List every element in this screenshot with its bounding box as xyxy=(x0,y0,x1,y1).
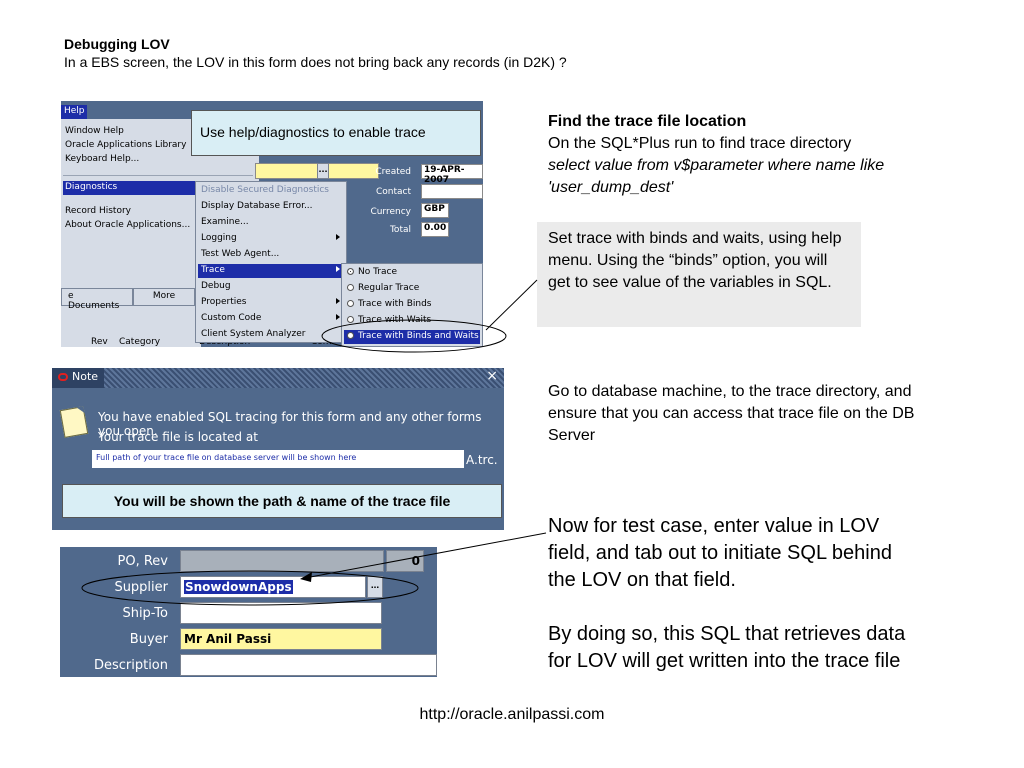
lower-panel xyxy=(61,306,201,347)
trace-option-regular[interactable]: Regular Trace xyxy=(344,282,480,296)
help-menu-button[interactable]: Help xyxy=(61,105,87,119)
dialog-title: Note xyxy=(52,368,105,388)
radio-selected-icon xyxy=(347,268,354,275)
radio-icon xyxy=(347,300,354,307)
column-rev: Rev xyxy=(91,337,108,347)
trace-option-label: No Trace xyxy=(358,267,397,277)
supplier-lov-field[interactable]: SnowdownApps xyxy=(180,576,366,598)
slide-subtitle: In a EBS screen, the LOV in this form do… xyxy=(64,54,567,70)
total-field[interactable]: 0.00 xyxy=(421,222,449,237)
submenu-disable-secured[interactable]: Disable Secured Diagnostics xyxy=(201,185,329,195)
contact-field[interactable] xyxy=(421,184,483,199)
label-total: Total xyxy=(389,225,411,235)
label-contact: Contact xyxy=(375,187,411,197)
label-created: Created xyxy=(375,167,411,177)
oracle-logo-icon xyxy=(58,373,68,381)
find-trace-heading: Find the trace file location xyxy=(548,113,747,130)
menu-item-window-help[interactable]: Window Help xyxy=(65,126,124,136)
trace-option-binds-and-waits[interactable]: Trace with Binds and Waits xyxy=(344,330,480,344)
submenu-custom-code[interactable]: Custom Code xyxy=(198,312,344,326)
binds-note-box: Set trace with binds and waits, using he… xyxy=(537,222,861,327)
label-description: Description xyxy=(93,658,168,673)
test-case-text: Now for test case, enter value in LOV fi… xyxy=(548,515,892,591)
submenu-trace-label: Trace xyxy=(201,265,225,275)
label-currency: Currency xyxy=(370,207,411,217)
label-ship-to: Ship-To xyxy=(122,606,168,621)
submenu-logging-label: Logging xyxy=(201,233,237,243)
submenu-properties-label: Properties xyxy=(201,297,247,307)
rev-field[interactable]: 0 xyxy=(386,550,424,572)
lov-button-glyph: ... xyxy=(370,580,380,591)
menu-item-diagnostics-label: Diagnostics xyxy=(65,182,118,192)
binds-note-connector xyxy=(485,279,538,331)
trace-option-label: Trace with Waits xyxy=(358,315,432,325)
dialog-title-text: Note xyxy=(72,370,99,383)
trace-option-no-trace[interactable]: No Trace xyxy=(344,266,480,280)
submenu-display-db-error[interactable]: Display Database Error... xyxy=(201,201,313,211)
trace-file-path-field: Full path of your trace file on database… xyxy=(92,450,464,468)
submenu-custom-code-label: Custom Code xyxy=(201,313,262,323)
trace-submenu: No Trace Regular Trace Trace with Binds … xyxy=(341,263,483,347)
trace-option-binds[interactable]: Trace with Binds xyxy=(344,298,480,312)
tab-more[interactable]: More xyxy=(133,288,195,306)
diagnostics-submenu: Disable Secured Diagnostics Display Data… xyxy=(195,181,347,343)
submenu-properties[interactable]: Properties xyxy=(198,296,344,310)
submenu-test-web-agent[interactable]: Test Web Agent... xyxy=(201,249,280,259)
note-icon xyxy=(59,406,89,438)
radio-icon xyxy=(347,332,354,339)
dialog-title-bar xyxy=(52,368,504,388)
find-trace-sql: select value from v$parameter where name… xyxy=(548,157,885,196)
trace-file-suffix: A.trc. xyxy=(466,453,498,467)
trace-path-callout: You will be shown the path & name of the… xyxy=(62,484,502,518)
description-field[interactable] xyxy=(180,654,437,676)
note-message-line2: Your trace file is located at xyxy=(98,430,258,444)
chevron-right-icon xyxy=(336,234,340,240)
slide-title: Debugging LOV xyxy=(64,36,170,52)
trace-option-label: Regular Trace xyxy=(358,283,420,293)
find-trace-instruction: On the SQL*Plus run to find trace direct… xyxy=(548,135,852,152)
submenu-examine[interactable]: Examine... xyxy=(201,217,249,227)
supplier-lov-button[interactable]: ... xyxy=(367,576,383,598)
chevron-right-icon xyxy=(336,314,340,320)
result-explanation-text: By doing so, this SQL that retrieves dat… xyxy=(548,623,906,672)
submenu-client-analyzer[interactable]: Client System Analyzer xyxy=(201,329,306,339)
menu-item-applications-library[interactable]: Oracle Applications Library xyxy=(65,140,187,150)
supplier-value: SnowdownApps xyxy=(184,580,293,594)
enable-trace-callout: Use help/diagnostics to enable trace xyxy=(191,110,481,156)
menu-item-record-history[interactable]: Record History xyxy=(65,206,131,216)
menu-divider xyxy=(63,175,253,176)
created-field[interactable]: 19-APR-2007 xyxy=(421,164,483,185)
submenu-logging[interactable]: Logging xyxy=(198,232,344,246)
footer-url: http://oracle.anilpassi.com xyxy=(419,706,605,723)
buyer-field[interactable]: Mr Anil Passi xyxy=(180,628,382,650)
lov-button-glyph: ... xyxy=(318,165,328,174)
goto-db-machine-text: Go to database machine, to the trace dir… xyxy=(548,383,915,444)
trace-option-waits[interactable]: Trace with Waits xyxy=(344,314,480,328)
submenu-trace[interactable]: Trace xyxy=(198,264,344,278)
po-number-field[interactable] xyxy=(180,550,384,572)
currency-field[interactable]: GBP xyxy=(421,203,449,218)
trace-option-label: Trace with Binds and Waits xyxy=(358,331,479,341)
radio-icon xyxy=(347,284,354,291)
submenu-debug[interactable]: Debug xyxy=(201,281,231,291)
lov-button[interactable]: ... xyxy=(317,163,329,179)
menu-item-keyboard-help[interactable]: Keyboard Help... xyxy=(65,154,140,164)
label-po-rev: PO, Rev xyxy=(117,554,168,569)
column-category: Category xyxy=(119,337,161,347)
ship-to-field[interactable] xyxy=(180,602,382,624)
note-message-line1: You have enabled SQL tracing for this fo… xyxy=(98,410,482,438)
close-icon[interactable]: × xyxy=(486,368,498,384)
label-buyer: Buyer xyxy=(129,632,168,647)
radio-icon xyxy=(347,316,354,323)
menu-item-about[interactable]: About Oracle Applications... xyxy=(65,220,191,230)
trace-option-label: Trace with Binds xyxy=(358,299,432,309)
label-supplier: Supplier xyxy=(114,580,168,595)
tab-documents[interactable]: e Documents xyxy=(61,288,133,311)
po-form-screenshot: PO, Rev 0 Supplier SnowdownApps ... Ship… xyxy=(60,547,437,677)
chevron-right-icon xyxy=(336,266,340,272)
chevron-right-icon xyxy=(336,298,340,304)
